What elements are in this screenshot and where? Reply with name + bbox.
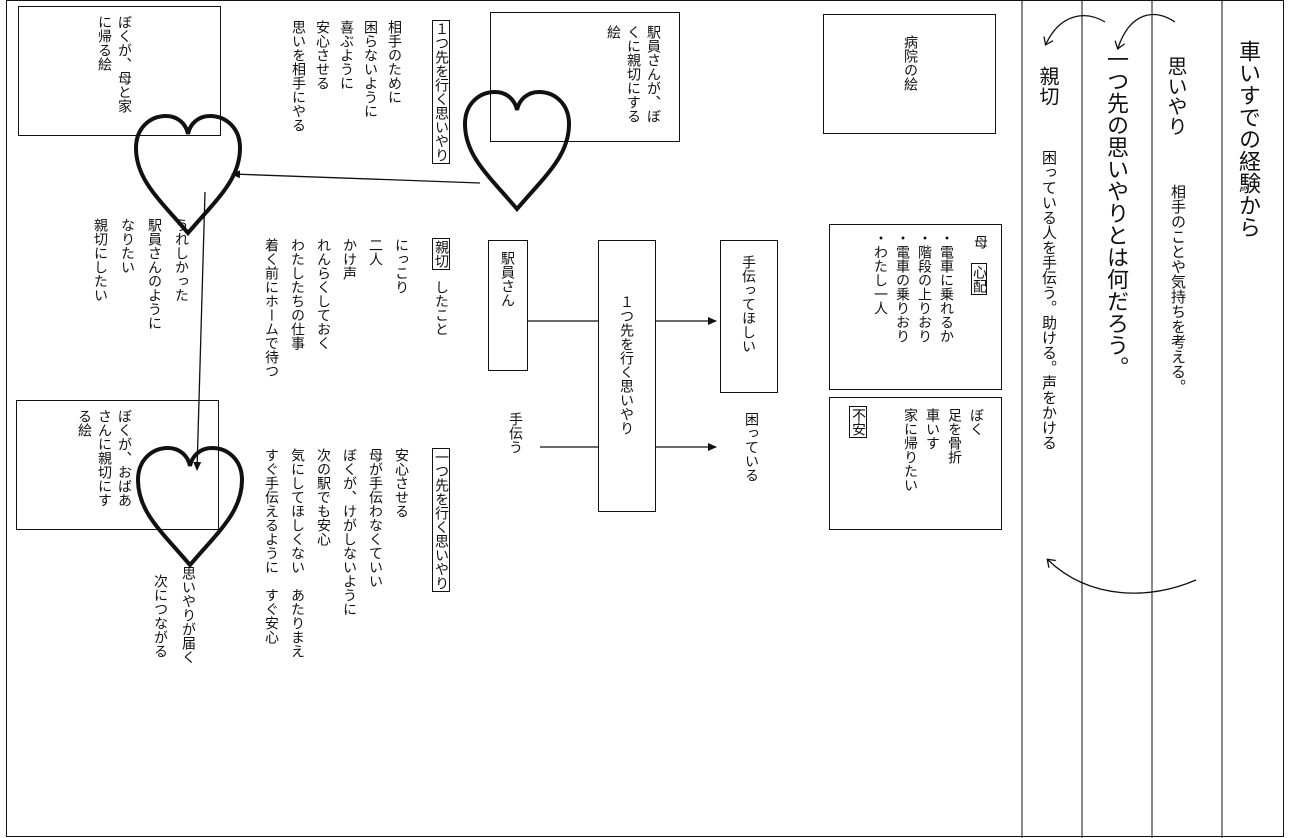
staff-kind-picture-label: 駅員さんが、ぼくに親切にする絵 bbox=[605, 25, 661, 123]
section-one-line: 安心させる bbox=[314, 20, 330, 90]
staff-kind-picture-box: 駅員さんが、ぼくに親切にする絵 bbox=[490, 12, 680, 142]
boku-line: 家に帰りたい bbox=[902, 408, 918, 492]
arrow-heart-to-heart bbox=[231, 170, 481, 184]
section-two-line: れんらくしておく bbox=[315, 238, 331, 350]
heart-icon bbox=[462, 89, 572, 213]
boku-anxiety-badge: 不安 bbox=[849, 406, 867, 438]
arrow-down bbox=[193, 191, 206, 471]
omoiyari-term: 思いやり bbox=[1164, 56, 1188, 136]
section-one-line: 思いを相手にやる bbox=[290, 20, 306, 132]
section-two-heading-kind: 親切 bbox=[432, 238, 450, 270]
mother-worry-badge: 心配 bbox=[971, 263, 987, 295]
section-three-heading-wrap: 一つ先を行く思いやり bbox=[432, 448, 450, 592]
curved-arrow-left bbox=[1043, 15, 1106, 46]
station-staff-box: 駅員さん bbox=[488, 240, 528, 371]
heart-icon bbox=[133, 113, 243, 237]
want-help-label: 手伝ってほしい bbox=[740, 255, 756, 353]
heart-icon bbox=[135, 445, 245, 569]
shinsetsu-term: 親切 bbox=[1036, 66, 1060, 106]
mother-item: ・階段の上りおり bbox=[916, 231, 932, 343]
one-step-ahead-center-label: １つ先を行く思いやり bbox=[618, 295, 634, 435]
reach-line: 次につながる bbox=[152, 574, 168, 658]
main-question: 一つ先の思いやりとは何だろう。 bbox=[1103, 48, 1128, 378]
boku-line: 足を骨折 bbox=[946, 408, 962, 464]
section-three-heading: 一つ先を行く思いやり bbox=[432, 448, 450, 592]
section-one-line: 困らないように bbox=[362, 20, 378, 118]
mother-item: ・電車に乗れるか bbox=[938, 231, 954, 343]
feelings-line: 親切にしたい bbox=[92, 218, 108, 302]
section-one-lines: 相手のために 困らないように 喜ぶように 安心させる 思いを相手にやる bbox=[286, 20, 406, 190]
shinsetsu-description: 困っている人を手伝う。助ける。声をかける bbox=[1040, 150, 1058, 450]
reach-lines: 思いやりが届く 次につながる bbox=[146, 566, 202, 696]
help-label: 手伝う bbox=[507, 412, 523, 454]
section-two-line: わたしたちの仕事 bbox=[289, 238, 305, 350]
section-one-line: 喜ぶように bbox=[338, 20, 354, 90]
section-three-line: 母が手伝わなくていい bbox=[367, 448, 383, 588]
home-with-mother-picture-label: ぼくが、母と家に帰る絵 bbox=[96, 15, 132, 113]
feelings-line: 駅員さんのように bbox=[146, 218, 162, 330]
kind-to-grandma-picture-label: ぼくが、おばあさんに親切にする絵 bbox=[76, 409, 132, 507]
curved-arrow-bottom bbox=[1046, 558, 1197, 594]
section-two-line: 二人 bbox=[367, 238, 383, 266]
mother-worry-box: 母心配 ・電車に乗れるか ・階段の上りおり ・電車の乗りおり ・わたし一人 bbox=[829, 224, 1002, 390]
feelings-line: うれしかった bbox=[173, 218, 189, 302]
mother-title: 母 bbox=[972, 235, 988, 249]
kind-to-grandma-picture-box: ぼくが、おばあさんに親切にする絵 bbox=[16, 400, 219, 530]
omoiyari-description: 相手のことや気持ちを考える。 bbox=[1169, 184, 1187, 394]
section-two-heading-wrap: 親切したこと bbox=[432, 238, 450, 336]
page-title: 車いすでの経験から bbox=[1235, 40, 1260, 238]
boku-anxiety-badge-wrap: 不安 bbox=[849, 406, 867, 438]
section-two-line: にっこり bbox=[393, 238, 409, 294]
mother-items: ・電車に乗れるか ・階段の上りおり ・電車の乗りおり ・わたし一人 bbox=[869, 231, 957, 343]
section-three-lines: 安心させる 母が手伝わなくていい ぼくが、けがしないように 次の駅でも安心 気に… bbox=[258, 448, 414, 708]
boku-line: ぼく bbox=[968, 408, 984, 436]
section-one-line: 相手のために bbox=[386, 20, 402, 104]
section-three-line: ぼくが、けがしないように bbox=[341, 448, 357, 616]
section-two-line: かけ声 bbox=[341, 238, 357, 280]
section-three-line: 安心させる bbox=[393, 448, 409, 518]
troubled-label: 困っている bbox=[743, 412, 759, 482]
page-frame bbox=[6, 0, 1284, 837]
one-step-ahead-center-box: １つ先を行く思いやり bbox=[598, 240, 656, 512]
mother-item: ・わたし一人 bbox=[872, 231, 888, 315]
section-one-heading: １つ先を行く思いやり bbox=[432, 20, 450, 164]
feelings-lines: うれしかった 駅員さんのように なりたい 親切にしたい bbox=[86, 218, 194, 368]
section-two-line: 着く前にホームで待つ bbox=[263, 238, 279, 378]
hospital-picture-label: 病院の絵 bbox=[902, 35, 918, 91]
reach-line: 思いやりが届く bbox=[180, 566, 196, 664]
section-two-heading-did: したこと bbox=[433, 280, 449, 336]
section-three-line: 次の駅でも安心 bbox=[315, 448, 331, 546]
feelings-line: なりたい bbox=[119, 218, 135, 274]
boku-anxiety-box: ぼく 足を骨折 車いす 家に帰りたい 不安 bbox=[829, 397, 1002, 530]
hospital-picture-box: 病院の絵 bbox=[823, 14, 996, 134]
station-staff-label: 駅員さん bbox=[499, 251, 515, 307]
mother-column: 母心配 bbox=[971, 235, 988, 295]
section-one-heading-wrap: １つ先を行く思いやり bbox=[432, 20, 450, 164]
section-three-line: すぐ手伝えるように すぐ安心 bbox=[263, 448, 279, 644]
home-with-mother-picture-box: ぼくが、母と家に帰る絵 bbox=[18, 6, 221, 136]
mother-item: ・電車の乗りおり bbox=[894, 231, 910, 343]
want-help-box: 手伝ってほしい bbox=[720, 240, 778, 393]
boku-line: 車いす bbox=[924, 408, 940, 450]
section-two-lines: にっこり 二人 かけ声 れんらくしておく わたしたちの仕事 着く前にホームで待つ bbox=[258, 238, 414, 428]
curved-arrow-right bbox=[1114, 13, 1176, 51]
section-three-line: 気にしてほしくない あたりまえ bbox=[289, 448, 305, 658]
boku-lines: ぼく 足を骨折 車いす 家に帰りたい bbox=[899, 408, 987, 492]
